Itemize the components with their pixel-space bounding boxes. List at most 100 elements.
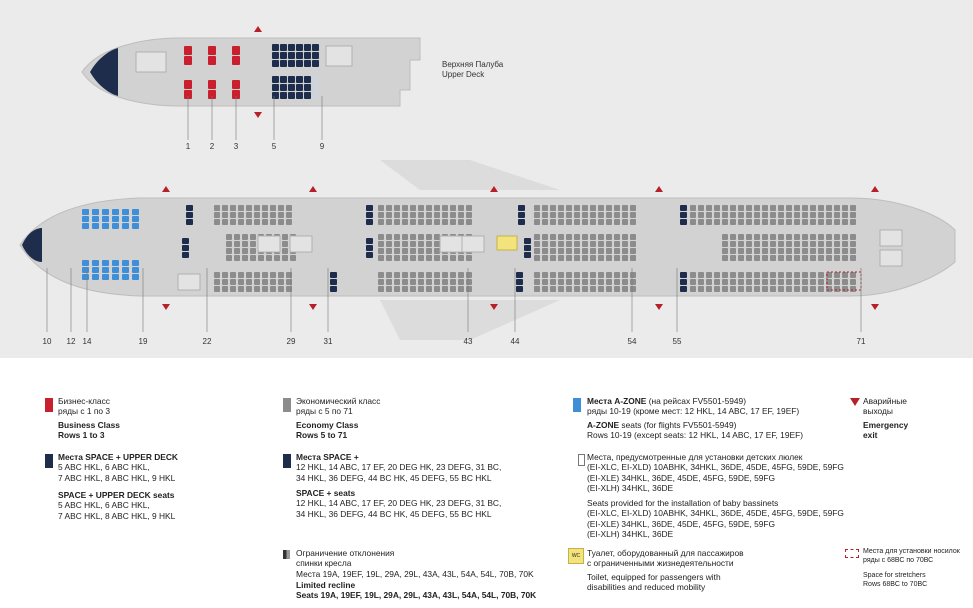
economy-seat xyxy=(818,248,824,254)
economy-seat xyxy=(550,255,556,261)
economy-seat xyxy=(402,286,408,292)
azone-seat xyxy=(82,260,89,266)
main-deck-row-number: 71 xyxy=(857,337,866,346)
azone-seat xyxy=(82,216,89,222)
economy-seat xyxy=(410,255,416,261)
economy-seat xyxy=(778,205,784,211)
economy-seat xyxy=(558,286,564,292)
economy-seat xyxy=(850,272,856,278)
space-plus-upper-seat xyxy=(312,44,319,51)
upper-deck-row-number: 2 xyxy=(210,142,215,151)
economy-seat xyxy=(714,279,720,285)
main-deck-row-number: 12 xyxy=(67,337,76,346)
economy-seat xyxy=(690,219,696,225)
azone-seat xyxy=(102,260,109,266)
bassinet-swatch xyxy=(578,454,585,466)
economy-seat xyxy=(818,279,824,285)
economy-seat xyxy=(566,279,572,285)
economy-seat xyxy=(550,219,556,225)
economy-seat xyxy=(222,286,228,292)
space-plus-seat xyxy=(518,212,525,218)
economy-seat xyxy=(410,219,416,225)
economy-seat xyxy=(770,255,776,261)
economy-seat xyxy=(378,212,384,218)
economy-seat xyxy=(466,272,472,278)
space-plus-upper-seat xyxy=(312,76,319,83)
space-plus-upper-seat xyxy=(296,92,303,99)
economy-seat xyxy=(230,212,236,218)
economy-seat xyxy=(762,255,768,261)
economy-seat xyxy=(598,272,604,278)
azone-seat xyxy=(102,274,109,280)
economy-seat xyxy=(722,248,728,254)
space-plus-upper-seat xyxy=(280,84,287,91)
economy-swatch xyxy=(283,398,291,412)
main-deck-row-number: 31 xyxy=(324,337,333,346)
economy-seat xyxy=(434,234,440,240)
economy-seat xyxy=(850,205,856,211)
economy-seat xyxy=(714,286,720,292)
economy-seat xyxy=(786,219,792,225)
economy-seat xyxy=(614,279,620,285)
main-deck-row-number: 22 xyxy=(203,337,212,346)
economy-seat xyxy=(730,255,736,261)
main-deck-row-number: 54 xyxy=(628,337,637,346)
economy-seat xyxy=(738,205,744,211)
economy-seat xyxy=(810,205,816,211)
economy-seat xyxy=(622,272,628,278)
economy-seat xyxy=(402,205,408,211)
economy-seat xyxy=(746,205,752,211)
economy-seat xyxy=(738,272,744,278)
economy-seat xyxy=(410,212,416,218)
economy-seat xyxy=(598,234,604,240)
economy-seat xyxy=(558,205,564,211)
space-plus-upper-seat xyxy=(272,44,279,51)
space-plus-upper-seat xyxy=(304,44,311,51)
azone-seat xyxy=(82,274,89,280)
economy-seat xyxy=(802,241,808,247)
economy-seat xyxy=(434,241,440,247)
economy-seat xyxy=(738,255,744,261)
economy-seat xyxy=(558,219,564,225)
economy-seat xyxy=(226,241,232,247)
economy-seat xyxy=(434,248,440,254)
economy-seat xyxy=(834,279,840,285)
economy-seat xyxy=(262,279,268,285)
economy-seat xyxy=(282,234,288,240)
economy-seat xyxy=(802,272,808,278)
economy-seat xyxy=(826,205,832,211)
economy-seat xyxy=(842,286,848,292)
economy-seat xyxy=(550,279,556,285)
economy-seat xyxy=(762,248,768,254)
economy-seat xyxy=(534,212,540,218)
economy-seat xyxy=(794,205,800,211)
azone-seat xyxy=(92,209,99,215)
economy-seat xyxy=(266,255,272,261)
azone-seat xyxy=(122,216,129,222)
economy-seat xyxy=(786,212,792,218)
economy-seat xyxy=(590,255,596,261)
economy-seat xyxy=(614,272,620,278)
economy-seat xyxy=(706,272,712,278)
economy-seat xyxy=(630,212,636,218)
economy-seat xyxy=(534,279,540,285)
economy-seat xyxy=(770,212,776,218)
economy-seat xyxy=(558,212,564,218)
economy-seat xyxy=(598,279,604,285)
economy-seat xyxy=(246,219,252,225)
economy-seat xyxy=(378,219,384,225)
economy-seat xyxy=(402,248,408,254)
main-deck-row-number: 55 xyxy=(673,337,682,346)
economy-seat xyxy=(582,255,588,261)
economy-seat xyxy=(794,286,800,292)
economy-seat xyxy=(826,241,832,247)
economy-seat xyxy=(590,286,596,292)
space-plus-upper-seat xyxy=(280,60,287,67)
economy-seat xyxy=(746,279,752,285)
economy-seat xyxy=(770,279,776,285)
lavatory-block xyxy=(439,235,463,253)
azone-seat xyxy=(92,216,99,222)
azone-seat xyxy=(102,216,109,222)
economy-seat xyxy=(606,241,612,247)
